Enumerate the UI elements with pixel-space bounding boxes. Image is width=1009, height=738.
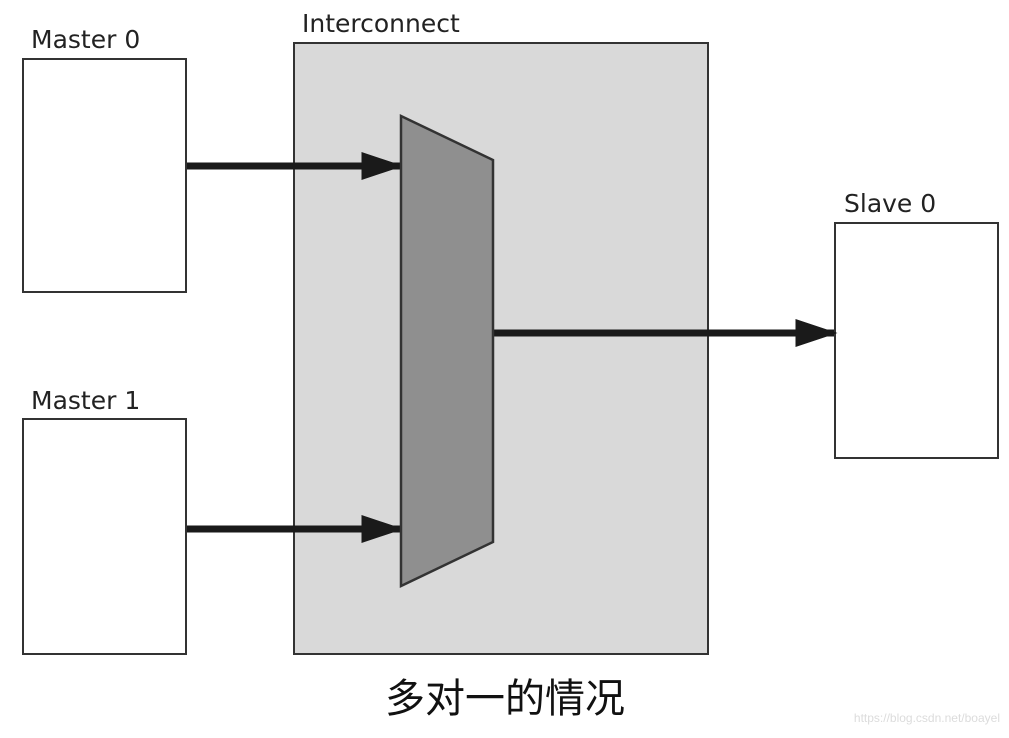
slave-0-box bbox=[834, 222, 999, 459]
multiplexer bbox=[399, 114, 495, 588]
master-1-box bbox=[22, 418, 187, 655]
caption: 多对一的情况 bbox=[385, 676, 625, 722]
slave-0-label: Slave 0 bbox=[844, 189, 936, 218]
watermark: https://blog.csdn.net/boayel bbox=[854, 711, 1000, 725]
master-0-box bbox=[22, 58, 187, 293]
interconnect-box bbox=[293, 42, 709, 655]
interconnect-label: Interconnect bbox=[302, 9, 460, 38]
master-0-label: Master 0 bbox=[31, 25, 140, 54]
master-1-label: Master 1 bbox=[31, 386, 140, 415]
